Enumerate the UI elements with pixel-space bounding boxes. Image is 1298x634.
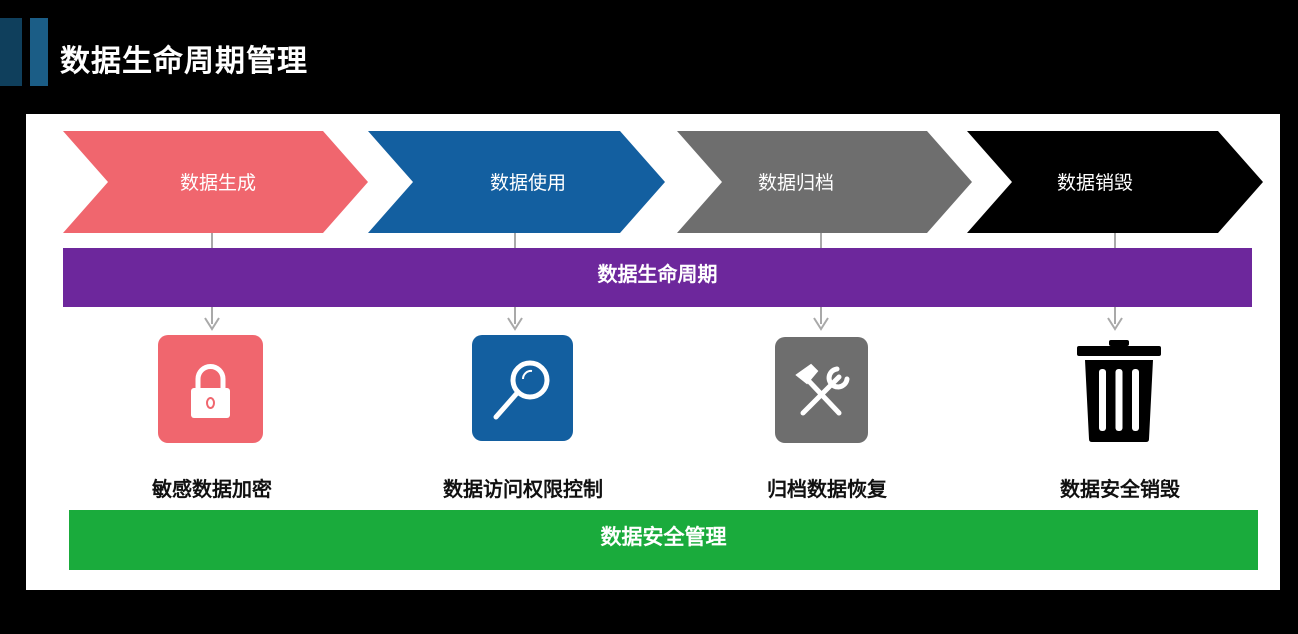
hammer-wrench-icon [775,337,868,443]
stage-label-archive: 数据归档 [757,172,834,194]
stage-chevron-use [368,131,665,233]
stage-chevron-generate [63,131,368,233]
page-title: 数据生命周期管理 [60,44,308,79]
stage-chevron-archive [677,131,972,233]
lock-icon [158,335,263,443]
title-accent-bar [0,18,22,86]
security-band: 数据安全管理 [69,510,1258,570]
title-accent-bar [30,18,48,86]
caption-access-control: 数据访问权限控制 [443,477,603,501]
stage-chevron-destroy [967,131,1263,233]
trash-icon [1075,339,1163,443]
caption-encryption: 敏感数据加密 [152,477,272,501]
stage-label-generate: 数据生成 [179,172,256,194]
stage-label-use: 数据使用 [489,172,566,194]
caption-archive-recovery: 归档数据恢复 [767,477,887,501]
magnifier-icon [472,335,573,441]
caption-secure-destroy: 数据安全销毁 [1060,477,1180,501]
connector-arrowhead [204,317,220,331]
lifecycle-band: 数据生命周期 [63,248,1252,307]
connector-arrowhead [1107,317,1123,331]
connector-arrowhead [507,317,523,331]
connector-arrowhead [813,317,829,331]
stage-label-destroy: 数据销毁 [1056,172,1133,194]
